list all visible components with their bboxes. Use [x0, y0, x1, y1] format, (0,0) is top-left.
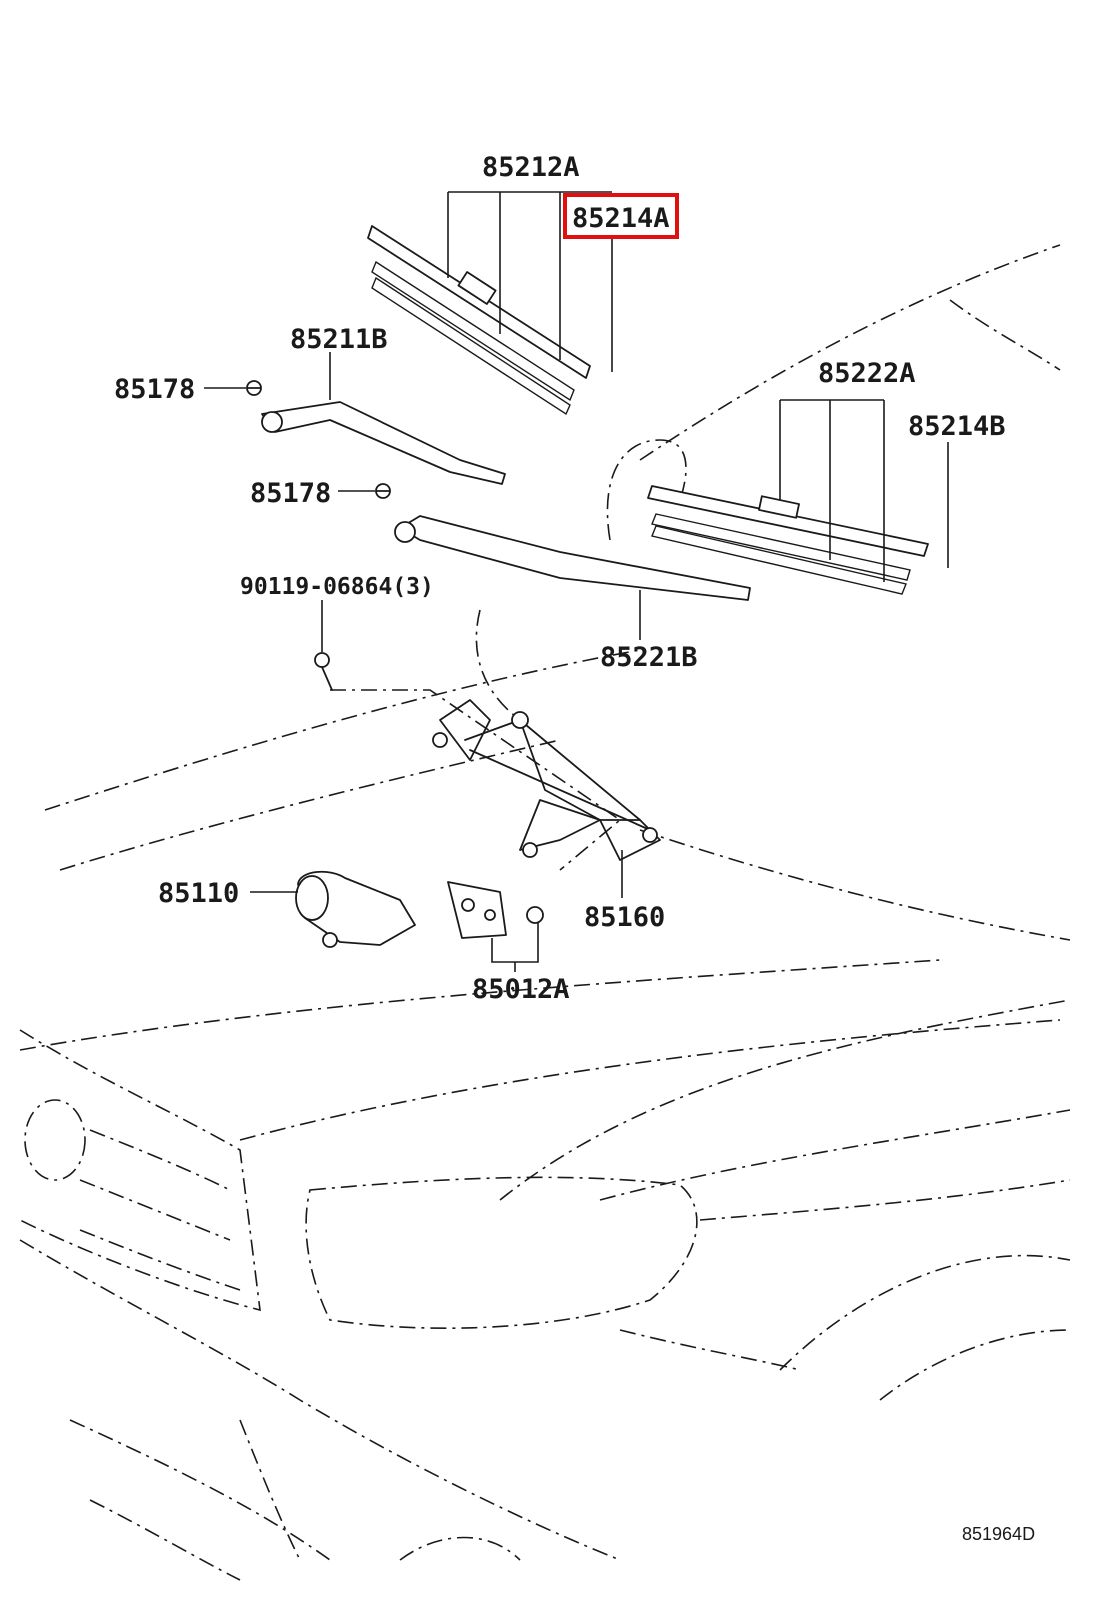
nut-upper [246, 380, 262, 396]
wiper-linkage [432, 699, 661, 861]
leader-lines [204, 191, 949, 972]
bolt [314, 652, 333, 691]
drawing-code: 851964D [962, 1524, 1035, 1544]
label-85222A[interactable]: 85222A [818, 358, 916, 389]
label-85212A[interactable]: 85212A [482, 152, 580, 183]
label-85221B[interactable]: 85221B [600, 642, 698, 673]
label-85012A[interactable]: 85012A [472, 974, 570, 1005]
label-85214A[interactable]: 85214A [572, 203, 670, 234]
highlight-box [563, 193, 679, 239]
bracket-kit [447, 881, 544, 939]
label-85211B[interactable]: 85211B [290, 324, 388, 355]
label-85110[interactable]: 85110 [158, 878, 239, 909]
wiper-blade-driver [367, 225, 591, 416]
wiper-arm-passenger [394, 515, 751, 601]
label-85178-upper[interactable]: 85178 [114, 374, 195, 405]
label-85178-lower[interactable]: 85178 [250, 478, 331, 509]
wiper-motor [295, 870, 416, 948]
nut-lower [375, 483, 391, 499]
label-85160[interactable]: 85160 [584, 902, 665, 933]
label-85214B[interactable]: 85214B [908, 411, 1006, 442]
wiper-arm-driver [261, 401, 506, 485]
label-90119-06864[interactable]: 90119-06864(3) [240, 574, 434, 600]
vehicle-outline [19, 244, 1071, 1581]
wiper-blade-passenger [647, 485, 929, 595]
